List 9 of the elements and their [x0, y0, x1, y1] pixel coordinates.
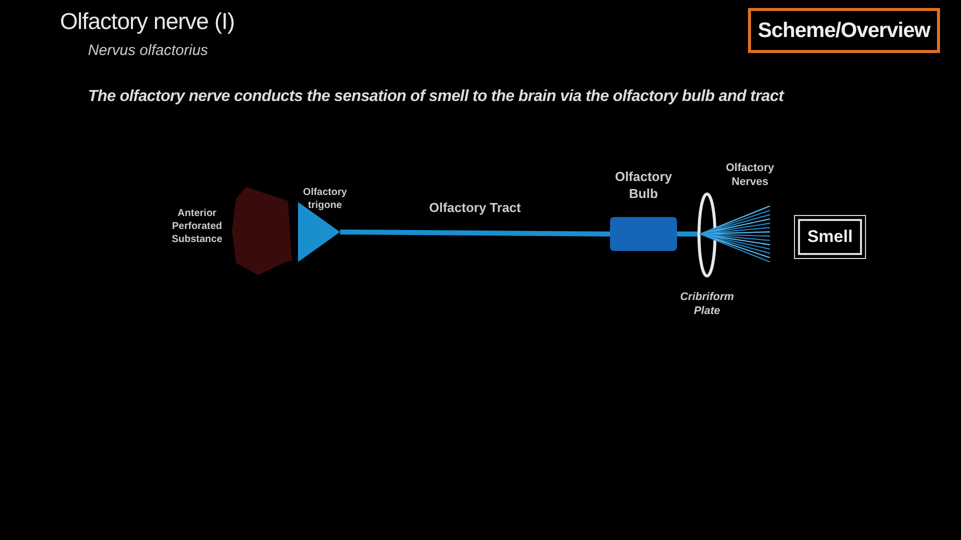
- title: Olfactory nerve (I): [60, 8, 235, 35]
- structure-label: Cribriform Plate: [679, 290, 735, 319]
- structure-label: Olfactory Bulb: [614, 169, 674, 203]
- structure-label: Olfactory Nerves: [724, 161, 776, 190]
- section-tag: Scheme/Overview: [748, 8, 940, 53]
- subtitle: Nervus olfactorius: [88, 42, 208, 59]
- description-text: The olfactory nerve conducts the sensation of smell to the brain via the olfactory bulb and tract: [88, 88, 784, 106]
- structure-label: Olfactory trigone: [302, 186, 348, 212]
- structure-label: Anterior Perforated Substance: [170, 207, 224, 246]
